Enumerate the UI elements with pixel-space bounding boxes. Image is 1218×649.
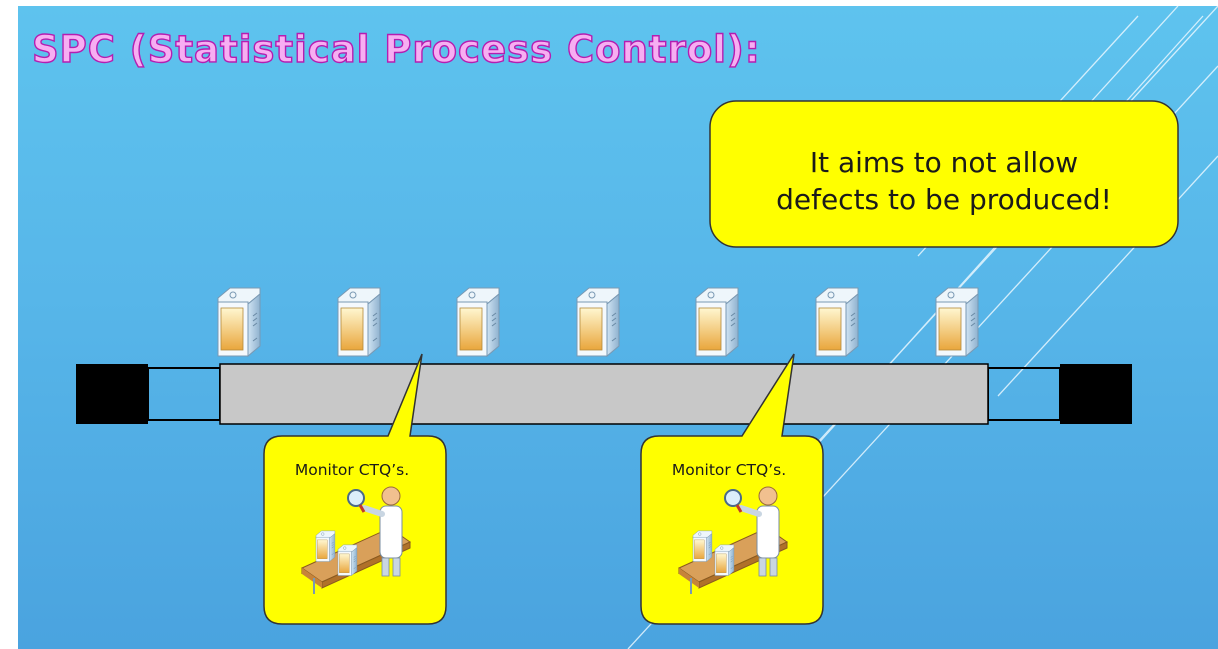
product-box-icon — [456, 287, 500, 357]
product-row — [217, 287, 979, 357]
monitor-callout-label: Monitor CTQ’s. — [671, 461, 787, 479]
main-callout-line-2: defects to be produced! — [776, 183, 1112, 216]
main-callout-text: It aims to not allow defects to be produ… — [714, 144, 1174, 218]
product-box-icon — [815, 287, 859, 357]
product-box-icon — [576, 287, 620, 357]
left-roller — [76, 364, 148, 424]
product-box-icon — [217, 287, 261, 357]
monitor-callout-label: Monitor CTQ’s. — [294, 461, 410, 479]
slide-title: SPC (Statistical Process Control): — [31, 27, 761, 71]
right-roller — [1060, 364, 1132, 424]
product-box-icon — [337, 287, 381, 357]
conveyor-belt — [76, 363, 1132, 425]
slide: SPC (Statistical Process Control): It ai… — [18, 6, 1218, 649]
product-box-icon — [695, 287, 739, 357]
main-callout-bubble — [709, 100, 1179, 248]
slide-artwork — [76, 6, 1218, 649]
product-box-icon — [935, 287, 979, 357]
main-callout-line-1: It aims to not allow — [809, 146, 1079, 179]
